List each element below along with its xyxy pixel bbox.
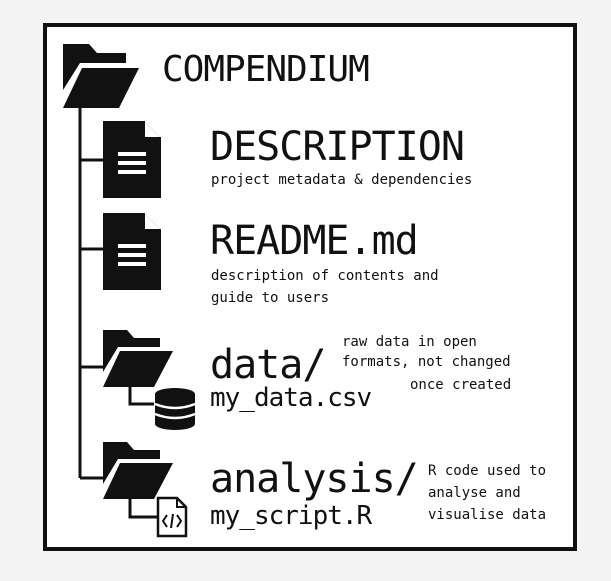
folder-open-icon <box>103 442 173 499</box>
folder-open-icon <box>63 44 139 108</box>
readme-file-name: README.md <box>210 218 419 264</box>
analysis-text-line-1: R code used to <box>428 463 547 479</box>
document-icon <box>103 121 161 198</box>
document-icon <box>103 213 161 290</box>
analysis-text-line-2: analyse and <box>428 485 521 501</box>
analysis-file-name: my_script.R <box>210 501 372 531</box>
data-text-line-2: formats, not changed <box>342 354 511 370</box>
data-text-line-3: once created <box>410 377 512 393</box>
code-file-icon <box>156 496 188 538</box>
readme-text-line-1: description of contents and <box>211 268 439 284</box>
readme-text-line-2: guide to users <box>211 290 330 306</box>
analysis-folder-name: analysis/ <box>210 456 419 502</box>
folder-open-icon <box>103 330 173 387</box>
root-title: COMPENDIUM <box>162 49 370 90</box>
analysis-text-line-3: visualise data <box>428 507 547 523</box>
description-file-text: project metadata & dependencies <box>211 172 473 188</box>
description-file-name: DESCRIPTION <box>210 124 465 170</box>
data-folder-name: data/ <box>210 342 326 388</box>
database-icon <box>154 388 196 430</box>
data-text-line-1: raw data in open <box>342 334 477 350</box>
branch-my-data-line <box>128 380 154 406</box>
branch-my-script-line <box>128 492 157 519</box>
data-file-name: my_data.csv <box>210 383 372 413</box>
